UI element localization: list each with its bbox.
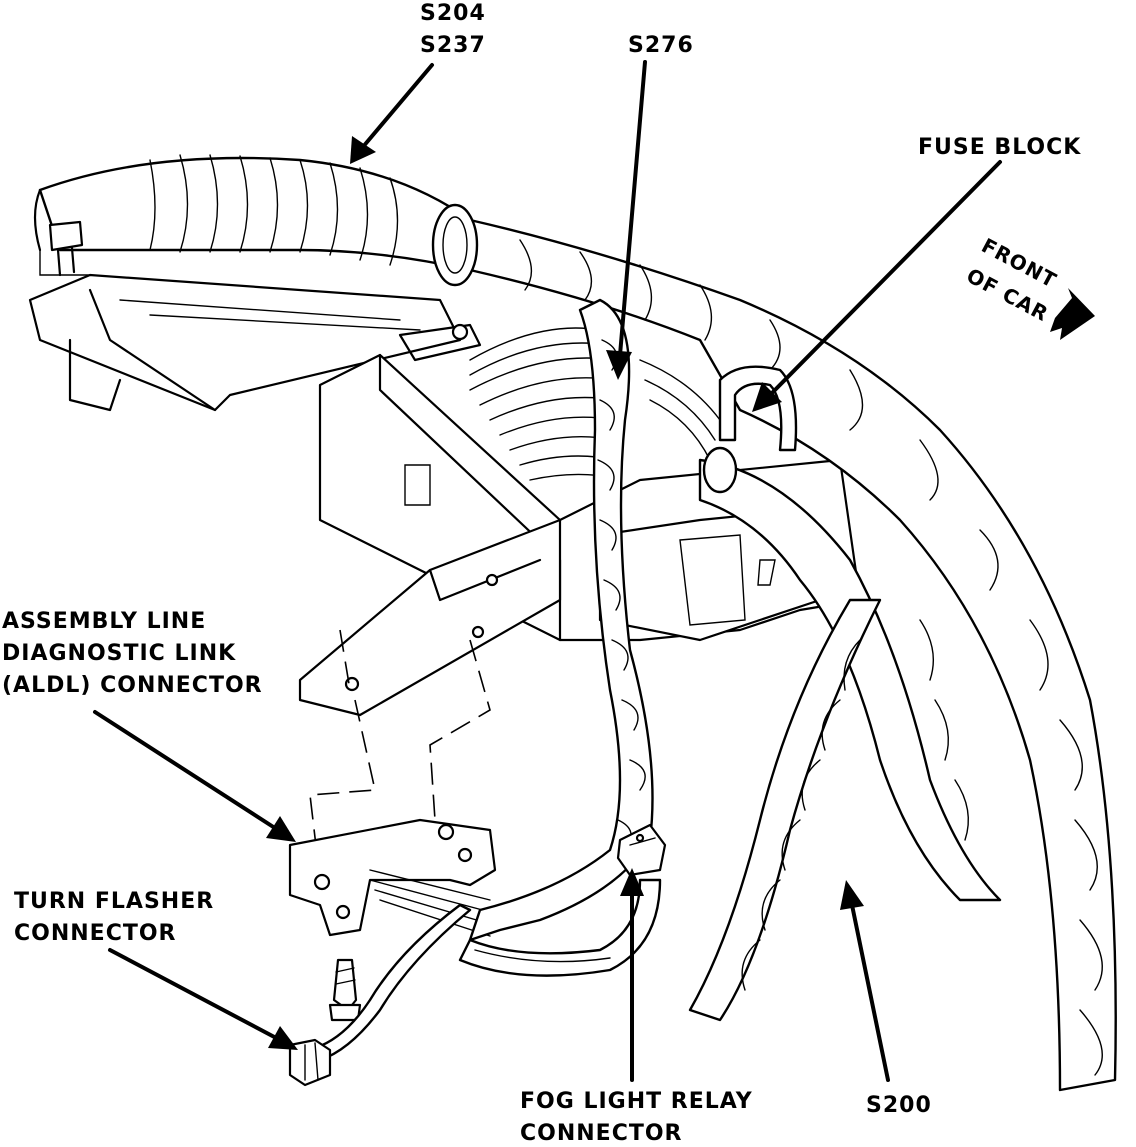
label-s237: S237 — [420, 33, 486, 58]
s276-arrowhead — [606, 350, 632, 380]
label-aldl-line2: DIAGNOSTIC LINK — [2, 641, 236, 666]
label-aldl-line3: (ALDL) CONNECTOR — [2, 673, 263, 698]
fuse-block-arrowhead — [752, 382, 782, 412]
turn-flasher-arrowhead — [268, 1026, 298, 1050]
aldl-arrow — [93, 710, 280, 832]
aldl-mounting-screw — [328, 958, 362, 1022]
main-wire-harness — [38, 154, 1117, 1092]
callout-arrows — [93, 60, 1002, 1082]
label-fog-light-line2: CONNECTOR — [520, 1121, 683, 1142]
turn-flasher-arrow — [108, 948, 282, 1042]
label-fog-light-line1: FOG LIGHT RELAY — [520, 1089, 753, 1114]
label-s204: S204 — [420, 1, 486, 26]
label-fuse-block: FUSE BLOCK — [918, 135, 1081, 160]
label-s200: S200 — [866, 1093, 932, 1118]
s204-arrowhead — [350, 136, 376, 164]
s276-arrow — [618, 60, 647, 357]
s200-harness-branch — [688, 458, 1002, 1022]
label-turn-flasher-line2: CONNECTOR — [14, 921, 177, 946]
aldl-arrowhead — [266, 816, 296, 842]
s200-arrowhead — [840, 880, 864, 910]
s200-arrow — [850, 903, 890, 1082]
aldl-mounting-bracket — [298, 518, 562, 881]
front-of-car-arrow-icon — [1050, 288, 1095, 340]
fog-light-arrowhead — [620, 868, 644, 896]
fog-light-relay-connector — [616, 823, 667, 877]
label-aldl-line1: ASSEMBLY LINE — [2, 609, 206, 634]
label-s276: S276 — [628, 33, 694, 58]
harness-retaining-clip — [33, 188, 84, 277]
turn-flasher-connector — [288, 1038, 332, 1087]
aldl-connector — [288, 818, 497, 937]
label-turn-flasher-line1: TURN FLASHER — [14, 889, 214, 914]
instrument-panel-bracket — [28, 249, 482, 412]
fuse-block-arrow — [768, 160, 1002, 397]
s204-arrow — [360, 63, 434, 150]
